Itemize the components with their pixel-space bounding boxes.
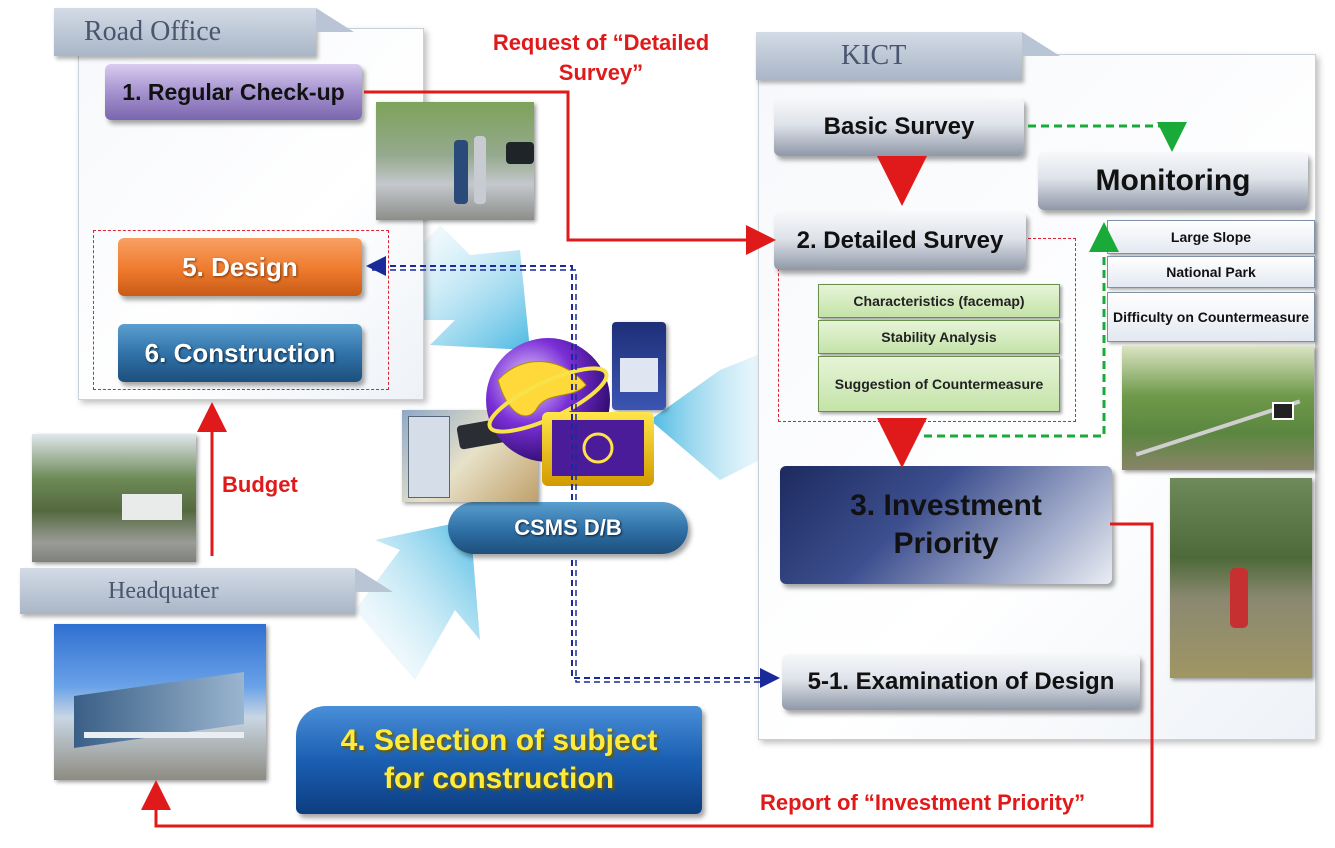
detailed-item-stability: Stability Analysis	[818, 320, 1060, 354]
csms-globe-monitor-icon	[486, 338, 654, 486]
csms-db-button[interactable]: CSMS D/B	[448, 502, 688, 554]
design-step[interactable]: 5. Design	[118, 238, 362, 296]
construction-site-photo	[32, 434, 196, 562]
selection-step[interactable]: 4. Selection of subject for construction	[296, 706, 702, 814]
monitoring-item-difficulty: Difficulty on Countermeasure	[1107, 292, 1315, 342]
field-survey-photo	[1170, 478, 1312, 678]
regular-checkup-step[interactable]: 1. Regular Check-up	[105, 64, 362, 120]
csms-to-design-line-inner	[372, 269, 577, 500]
csms-to-design-line	[366, 256, 573, 500]
basic-to-monitoring-line	[1028, 122, 1187, 152]
construction-step[interactable]: 6. Construction	[118, 324, 362, 382]
cyan-arrow-headquarter	[355, 520, 480, 680]
budget-label: Budget	[222, 472, 298, 497]
examination-step[interactable]: 5-1. Examination of Design	[782, 654, 1140, 710]
request-flow-line	[364, 90, 776, 255]
regular-checkup-photo	[376, 102, 534, 220]
detailed-item-characteristics: Characteristics (facemap)	[818, 284, 1060, 318]
report-flow-line	[141, 522, 1154, 828]
headquarter-tab: Headquater	[20, 568, 393, 614]
investment-priority-step[interactable]: 3. Investment Priority	[780, 466, 1112, 584]
detailed-survey-step[interactable]: 2. Detailed Survey	[774, 212, 1026, 270]
monitoring-item-large-slope: Large Slope	[1107, 220, 1315, 254]
csms-to-examination-line	[571, 560, 780, 688]
headquarter-building-photo	[54, 624, 266, 780]
design-construction-group	[93, 230, 389, 390]
mobile-app-illustration	[612, 322, 666, 410]
road-office-tab: Road Office	[54, 8, 354, 56]
monitoring-slope-photo	[1122, 346, 1314, 470]
monitoring-item-national-park: National Park	[1107, 256, 1315, 288]
basic-survey-step[interactable]: Basic Survey	[774, 98, 1024, 156]
monitoring-step[interactable]: Monitoring	[1038, 152, 1308, 210]
request-label: Request of “Detailed Survey”	[492, 30, 710, 85]
report-label: Report of “Investment Priority”	[760, 790, 1086, 815]
detailed-item-suggestion: Suggestion of Countermeasure	[818, 356, 1060, 412]
csms-to-examination-line-inner	[575, 560, 772, 683]
monitoring-feedback-line	[924, 222, 1119, 438]
kict-tab: KICT	[756, 32, 1060, 80]
